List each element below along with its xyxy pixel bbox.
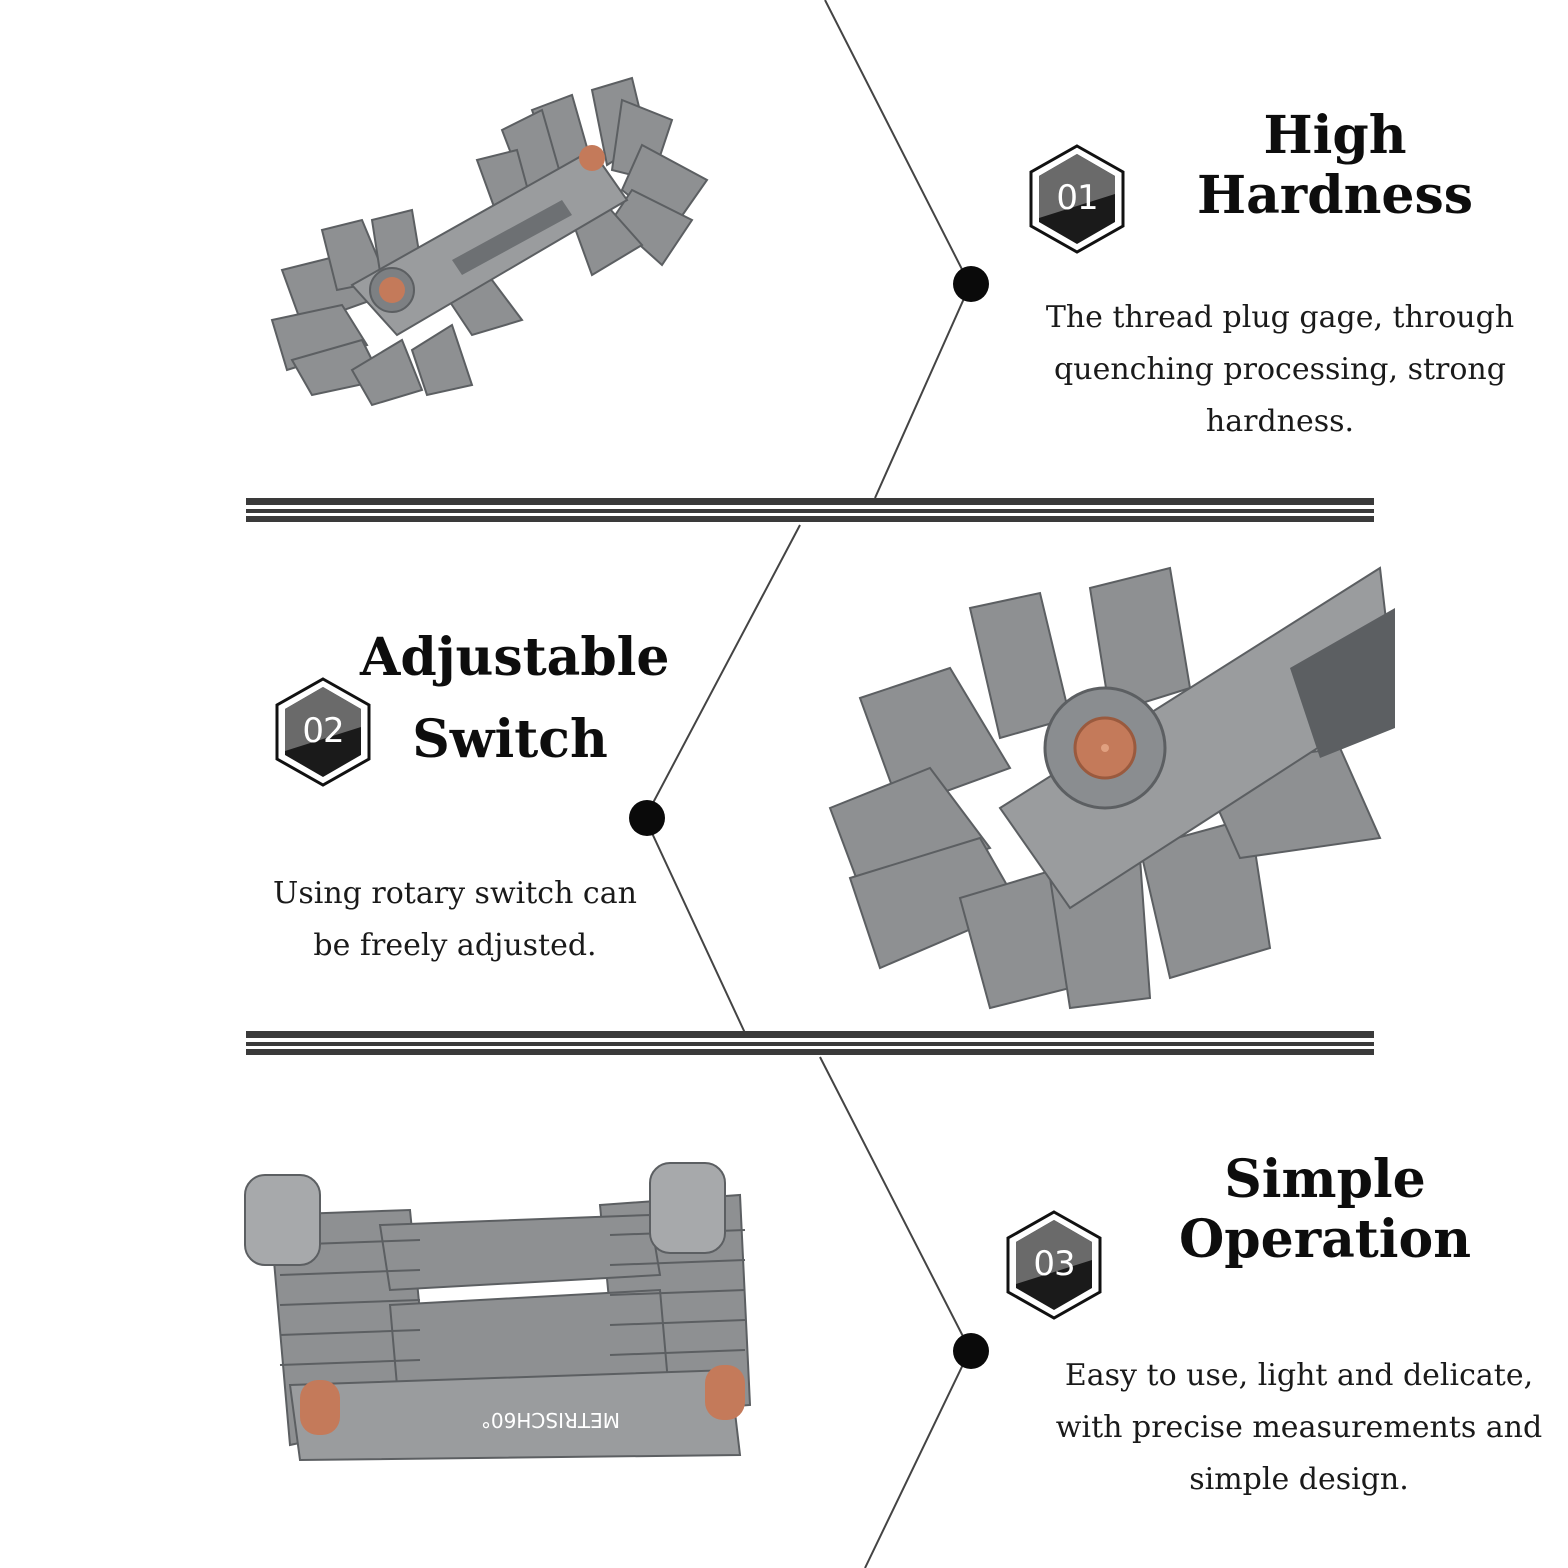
feature-title: High Hardness	[1196, 105, 1474, 226]
feature-description: Using rotary switch can be freely adjust…	[273, 876, 637, 963]
gauge-closeup-photo	[820, 548, 1397, 1018]
step-badge-02: 02	[275, 677, 371, 787]
timeline-dot	[953, 1333, 989, 1369]
feature-title: Simple Operation	[1178, 1149, 1472, 1270]
feature-title-line: Adjustable	[360, 627, 670, 688]
feature-title: Adjustable Switch	[360, 627, 670, 770]
step-badge-03: 03	[1006, 1210, 1102, 1320]
step-number: 03	[1033, 1244, 1075, 1284]
timeline-dot	[629, 800, 665, 836]
fan-thread-gauge-photo	[262, 70, 712, 410]
timeline-dot	[953, 266, 989, 302]
section-divider	[246, 498, 1374, 524]
feature-description: The thread plug gage, through quenching …	[1045, 300, 1515, 439]
step-badge-01: 01	[1029, 144, 1125, 254]
product-marking: METRISCH60°	[481, 1408, 620, 1432]
step-number: 01	[1056, 178, 1098, 218]
folded-thread-gauge-photo: METRISCH60°	[230, 1155, 780, 1465]
feature-description: Easy to use, light and delicate, with pr…	[1055, 1358, 1543, 1497]
step-number: 02	[302, 711, 344, 751]
feature-title-line: Switch	[412, 708, 608, 770]
section-divider	[246, 1031, 1374, 1057]
